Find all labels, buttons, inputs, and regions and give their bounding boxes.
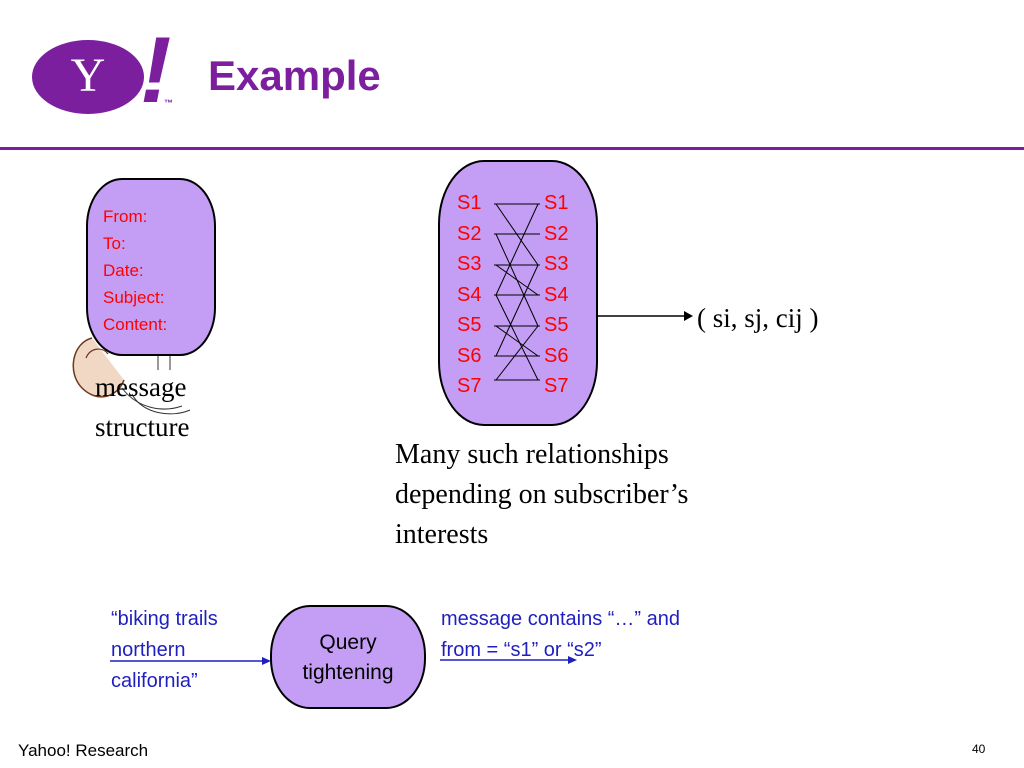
field-date: Date: bbox=[103, 261, 144, 280]
subscriber-connection-lines bbox=[494, 203, 540, 381]
query-input-line2: northern bbox=[111, 639, 186, 661]
field-from: From: bbox=[103, 207, 148, 226]
field-content: Content: bbox=[103, 315, 168, 334]
relationships-text-line3: interests bbox=[395, 519, 489, 550]
relationships-text-line2: depending on subscriber’s bbox=[395, 479, 689, 510]
field-to: To: bbox=[103, 234, 126, 253]
query-input-line1: “biking trails bbox=[111, 608, 218, 630]
subscriber-left-s7: S7 bbox=[457, 375, 482, 397]
query-output-line1: message contains “…” and bbox=[441, 608, 681, 630]
query-tightening-box bbox=[270, 605, 426, 709]
subscriber-right-s1: S1 bbox=[544, 192, 569, 214]
footer-text: Yahoo! Research bbox=[18, 741, 149, 760]
slide-title: Example bbox=[208, 52, 381, 99]
relation-arrow bbox=[598, 311, 693, 321]
query-input-arrow bbox=[110, 657, 271, 665]
subscriber-right-s4: S4 bbox=[544, 283, 569, 306]
subscriber-left-s4: S4 bbox=[457, 283, 482, 306]
query-output-arrow bbox=[440, 656, 577, 664]
subscriber-left-s3: S3 bbox=[457, 253, 482, 275]
query-output-line2: from = “s1” or “s2” bbox=[441, 639, 602, 661]
subscriber-right-s2: S2 bbox=[544, 222, 569, 245]
query-tightening-label: Query tightening bbox=[270, 628, 426, 688]
subscriber-right-s6: S6 bbox=[544, 344, 569, 367]
subscriber-left-s5: S5 bbox=[457, 314, 482, 336]
subscriber-left-s2: S2 bbox=[457, 222, 482, 245]
relation-label: ( si, sj, cij ) bbox=[697, 303, 819, 333]
subscriber-right-s5: S5 bbox=[544, 314, 569, 336]
relationships-text-line1: Many such relationships bbox=[395, 439, 669, 470]
yahoo-logo-tm: ™ bbox=[164, 98, 173, 108]
structure-label-line1: message bbox=[95, 372, 187, 402]
query-label-line1: Query bbox=[319, 631, 377, 654]
page-number: 40 bbox=[972, 742, 986, 756]
query-label-line2: tightening bbox=[302, 661, 394, 684]
field-subject: Subject: bbox=[103, 288, 165, 307]
yahoo-logo-letter: Y bbox=[70, 49, 106, 102]
message-structure-box bbox=[86, 178, 216, 356]
structure-label-line2: structure bbox=[95, 412, 190, 442]
yahoo-logo-exclaim: ! bbox=[140, 17, 172, 122]
yahoo-logo-oval bbox=[32, 40, 144, 114]
subscriber-left-s1: S1 bbox=[457, 192, 482, 214]
subscriber-right-s7: S7 bbox=[544, 375, 569, 397]
subscriber-list-right: S1 S2 S3 S4 S5 S6 S7 bbox=[544, 188, 568, 402]
subscriber-right-s3: S3 bbox=[544, 253, 569, 275]
subscriber-list-left: S1 S2 S3 S4 S5 S6 S7 bbox=[457, 188, 481, 402]
title-divider bbox=[0, 147, 1024, 150]
query-input-line3: california” bbox=[111, 670, 198, 692]
subscriber-left-s6: S6 bbox=[457, 344, 482, 367]
